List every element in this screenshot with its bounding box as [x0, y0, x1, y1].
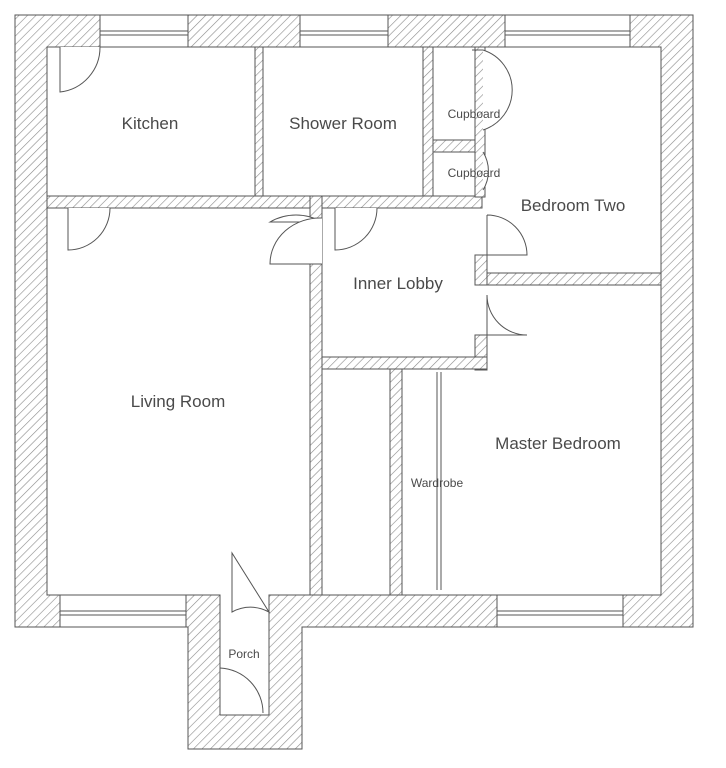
door-kitchen-living [67, 207, 111, 251]
label-bedroom-two: Bedroom Two [521, 196, 626, 215]
door-master-bedroom [486, 294, 528, 336]
room-labels: Kitchen Shower Room Cupboard Cupboard Be… [122, 107, 626, 661]
label-shower-room: Shower Room [289, 114, 397, 133]
label-living-room: Living Room [131, 392, 226, 411]
door-bedroom-two [486, 214, 528, 256]
door-porch-inner [219, 667, 264, 714]
door-porch-outer [231, 551, 271, 614]
label-master-bedroom: Master Bedroom [495, 434, 621, 453]
door-cupboard-2 [482, 151, 489, 191]
door-cupboard-1 [472, 49, 513, 131]
label-porch: Porch [228, 647, 259, 661]
door-shower [334, 207, 378, 251]
interior-walls [46, 46, 662, 596]
label-kitchen: Kitchen [122, 114, 179, 133]
label-wardrobe: Wardrobe [411, 476, 464, 490]
door-kitchen-external [59, 46, 101, 93]
door-swings [59, 46, 528, 714]
wardrobe-doors [436, 372, 442, 590]
label-cupboard-2: Cupboard [448, 166, 501, 180]
windows [59, 14, 631, 628]
label-inner-lobby: Inner Lobby [353, 274, 443, 293]
label-cupboard-1: Cupboard [448, 107, 501, 121]
